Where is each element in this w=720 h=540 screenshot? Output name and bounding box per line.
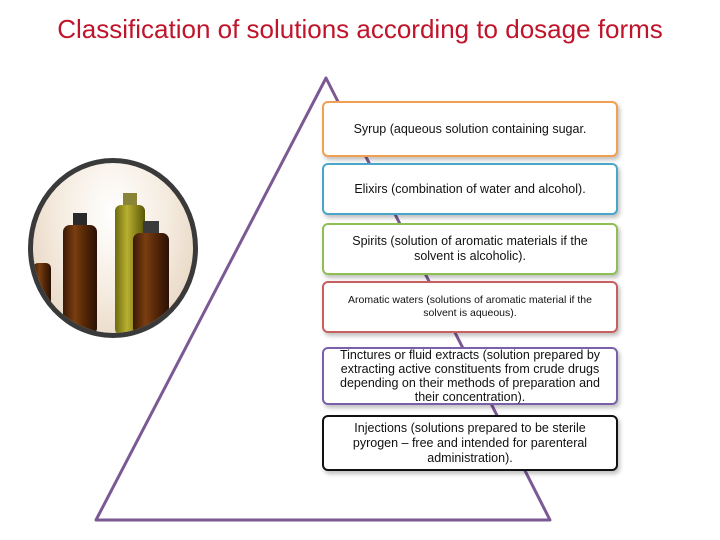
slide-title: Classification of solutions according to… — [57, 14, 663, 44]
dosage-form-tinctures: Tinctures or fluid extracts (solution pr… — [322, 347, 618, 405]
dosage-form-aromatic-waters: Aromatic waters (solutions of aromatic m… — [322, 281, 618, 333]
bottles-photo — [28, 158, 198, 338]
dosage-form-injections: Injections (solutions prepared to be ste… — [322, 415, 618, 471]
dosage-form-syrup: Syrup (aqueous solution containing sugar… — [322, 101, 618, 157]
dosage-form-elixirs: Elixirs (combination of water and alcoho… — [322, 163, 618, 215]
dosage-form-spirits: Spirits (solution of aromatic materials … — [322, 223, 618, 275]
